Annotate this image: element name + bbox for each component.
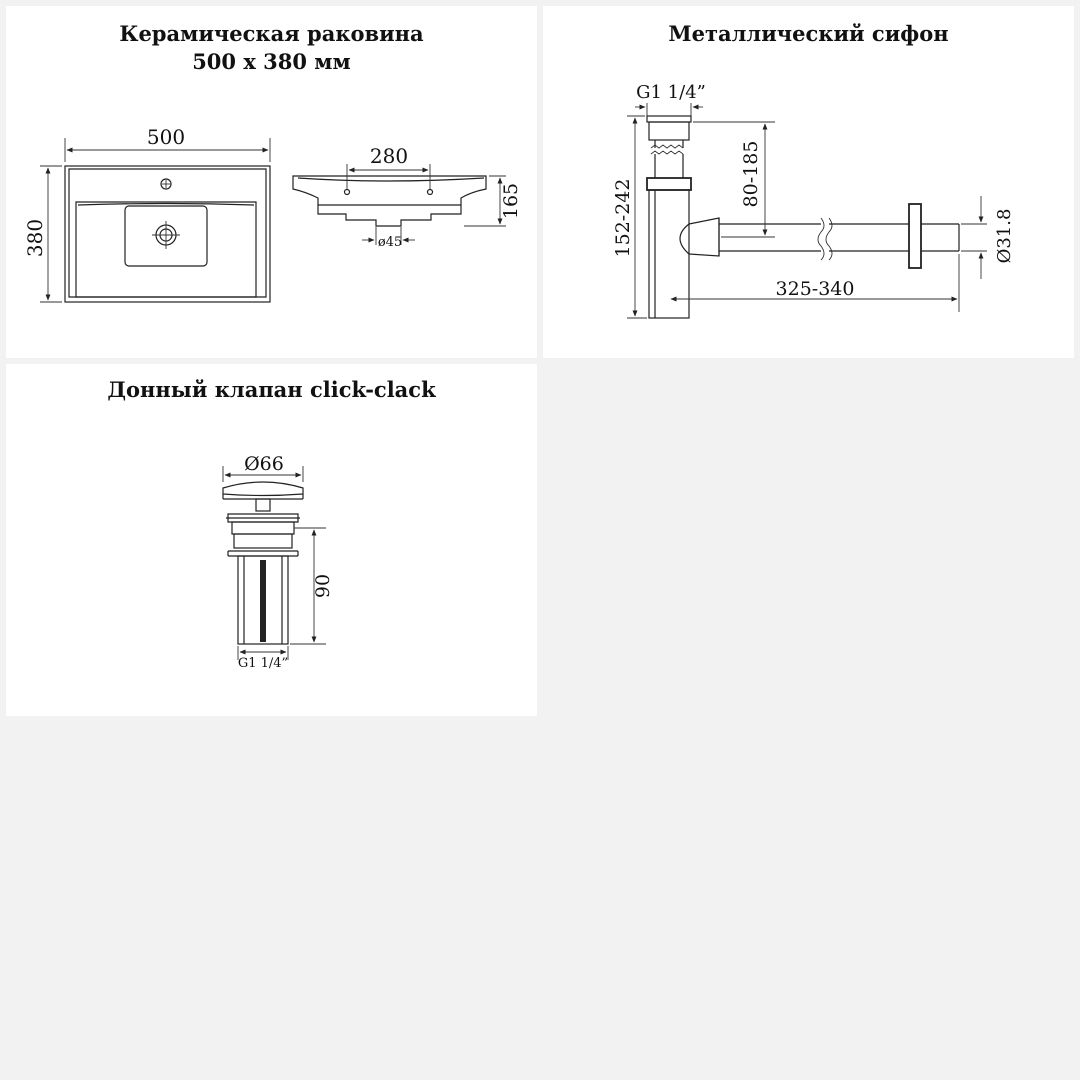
faucet-hole-icon (160, 178, 172, 190)
sink-side-outline (292, 175, 487, 227)
siphon-title: Металлический сифон (668, 21, 949, 46)
valve-drawing: Ø66 90 G1 1/4” (222, 453, 334, 671)
siphon-drawing: G1 1/4” (612, 82, 1015, 319)
siphon-sleeve (646, 177, 692, 191)
valve-threaded-body (237, 555, 289, 645)
siphon-thread-label: G1 1/4” (636, 82, 706, 103)
bolt-hole-right-icon (426, 188, 434, 196)
sink-bowl-basin (124, 205, 208, 267)
sink-panel: Керамическая раковина 500 x 380 мм 500 3… (6, 6, 537, 358)
valve-thread-label: G1 1/4” (238, 656, 288, 671)
valve-cap (222, 481, 304, 497)
siphon-panel: Металлический сифон G1 1/4” (543, 6, 1074, 358)
sink-drawing: 500 380 280 165 ø45 (23, 125, 522, 303)
sink-height-label: 165 (500, 183, 522, 219)
sink-depth-label: 380 (23, 219, 47, 257)
valve-rod (260, 560, 266, 642)
siphon-outlet-height-label: 80-185 (740, 141, 762, 208)
sink-bolt-spacing-label: 280 (370, 144, 408, 168)
sink-bowl-outline (75, 201, 257, 298)
sink-title: Керамическая раковина 500 x 380 мм (6, 20, 537, 76)
siphon-total-height-label: 152-242 (612, 179, 634, 258)
sink-drain-label: ø45 (378, 235, 402, 250)
sink-top-outline (64, 165, 271, 303)
sink-top-inner-rim (68, 168, 267, 298)
valve-flange (227, 513, 299, 523)
siphon-pipe-diameter-label: Ø31.8 (994, 209, 1015, 264)
valve-cap-diameter-label: Ø66 (244, 453, 284, 475)
siphon-wall-flange (908, 203, 922, 269)
valve-panel: Донный клапан click-clack Ø66 (6, 364, 537, 716)
sink-width-label: 500 (147, 125, 185, 149)
valve-title: Донный клапан click-clack (107, 377, 436, 402)
bolt-hole-left-icon (343, 188, 351, 196)
siphon-top-nut (646, 115, 692, 123)
siphon-length-label: 325-340 (776, 278, 855, 300)
sink-title-line1: Керамическая раковина (119, 21, 424, 46)
sink-title-line2: 500 x 380 мм (192, 49, 351, 74)
valve-height-label: 90 (312, 574, 334, 598)
